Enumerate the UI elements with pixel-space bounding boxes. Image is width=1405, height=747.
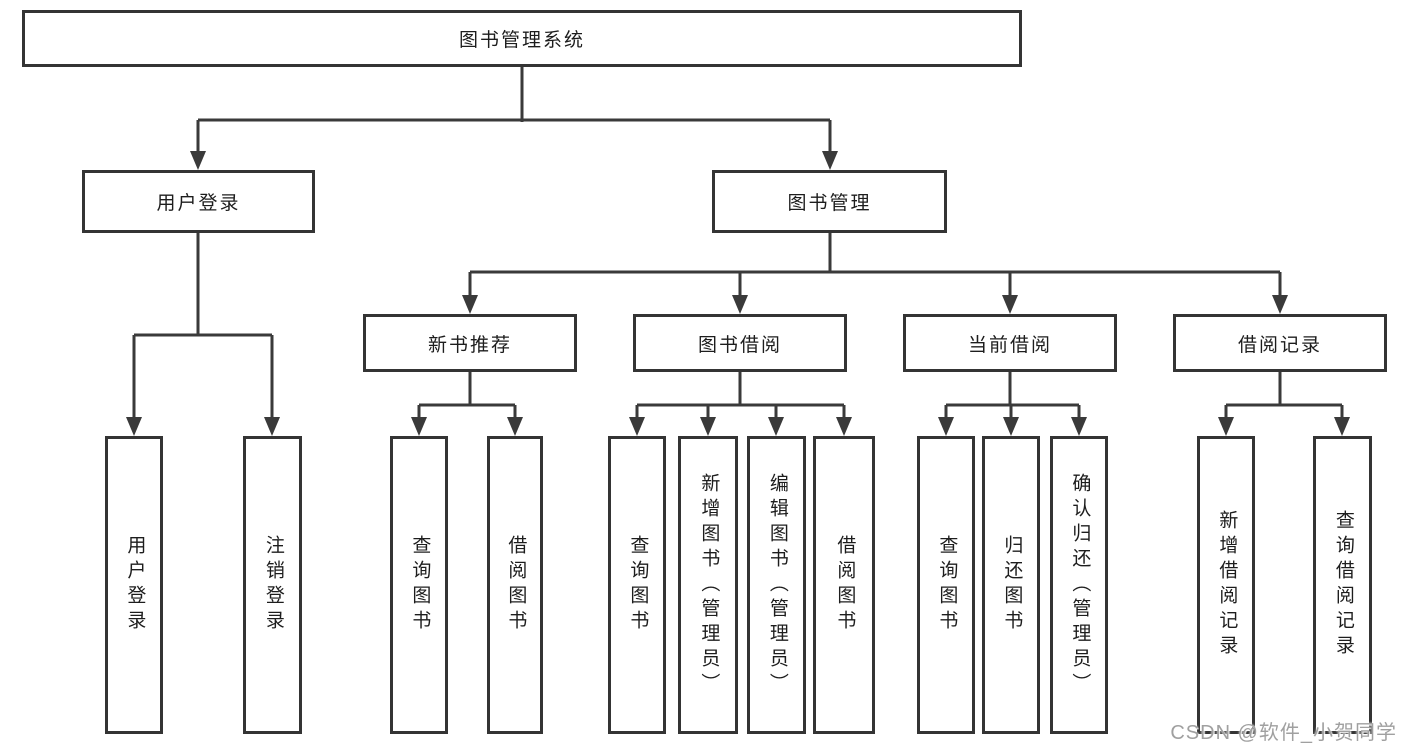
leaf-label: 查询图书 [409, 535, 431, 635]
leaf-label: 用户登录 [124, 535, 146, 635]
leaf-query-books-borrowing: 查询图书 [608, 436, 666, 734]
leaf-label: 确认归还（管理员） [1069, 472, 1091, 698]
leaf-label: 注销登录 [262, 535, 284, 635]
node-label: 当前借阅 [967, 334, 1052, 356]
leaf-label: 借阅图书 [834, 535, 856, 635]
node-borrowing-records: 借阅记录 [1173, 314, 1387, 372]
csdn-watermark: CSDN @软件_小贺同学 [1170, 722, 1397, 744]
leaf-logout: 注销登录 [243, 436, 302, 734]
node-label: 图书管理系统 [458, 30, 585, 51]
leaf-label: 新增图书（管理员） [698, 472, 720, 698]
leaf-label: 查询图书 [936, 535, 958, 635]
leaf-confirm-return-admin: 确认归还（管理员） [1050, 436, 1108, 734]
node-label: 用户登录 [156, 193, 241, 214]
node-library-management-system: 图书管理系统 [22, 10, 1022, 67]
leaf-label: 新增借阅记录 [1216, 510, 1238, 660]
leaf-query-books-recommend: 查询图书 [390, 436, 448, 734]
node-book-management: 图书管理 [712, 170, 947, 233]
node-user-login: 用户登录 [82, 170, 315, 233]
node-current-borrowing: 当前借阅 [903, 314, 1117, 372]
leaf-label: 归还图书 [1001, 535, 1023, 635]
node-book-borrowing: 图书借阅 [633, 314, 847, 372]
leaf-add-books-admin: 新增图书（管理员） [678, 436, 738, 734]
leaf-label: 借阅图书 [505, 535, 527, 635]
node-label: 新书推荐 [427, 334, 512, 356]
leaf-borrow-books-borrowing: 借阅图书 [813, 436, 875, 734]
leaf-label: 查询借阅记录 [1332, 510, 1354, 660]
node-label: 图书借阅 [697, 334, 782, 356]
leaf-borrow-books-recommend: 借阅图书 [487, 436, 543, 734]
leaf-label: 编辑图书（管理员） [766, 472, 788, 698]
node-label: 图书管理 [787, 193, 872, 214]
node-new-book-recommendation: 新书推荐 [363, 314, 577, 372]
leaf-query-borrow-record: 查询借阅记录 [1313, 436, 1372, 734]
leaf-add-borrow-record: 新增借阅记录 [1197, 436, 1255, 734]
node-label: 借阅记录 [1237, 334, 1322, 356]
leaf-edit-books-admin: 编辑图书（管理员） [747, 436, 806, 734]
leaf-label: 查询图书 [627, 535, 649, 635]
leaf-return-books: 归还图书 [982, 436, 1040, 734]
leaf-query-books-current: 查询图书 [917, 436, 975, 734]
leaf-user-login: 用户登录 [105, 436, 163, 734]
